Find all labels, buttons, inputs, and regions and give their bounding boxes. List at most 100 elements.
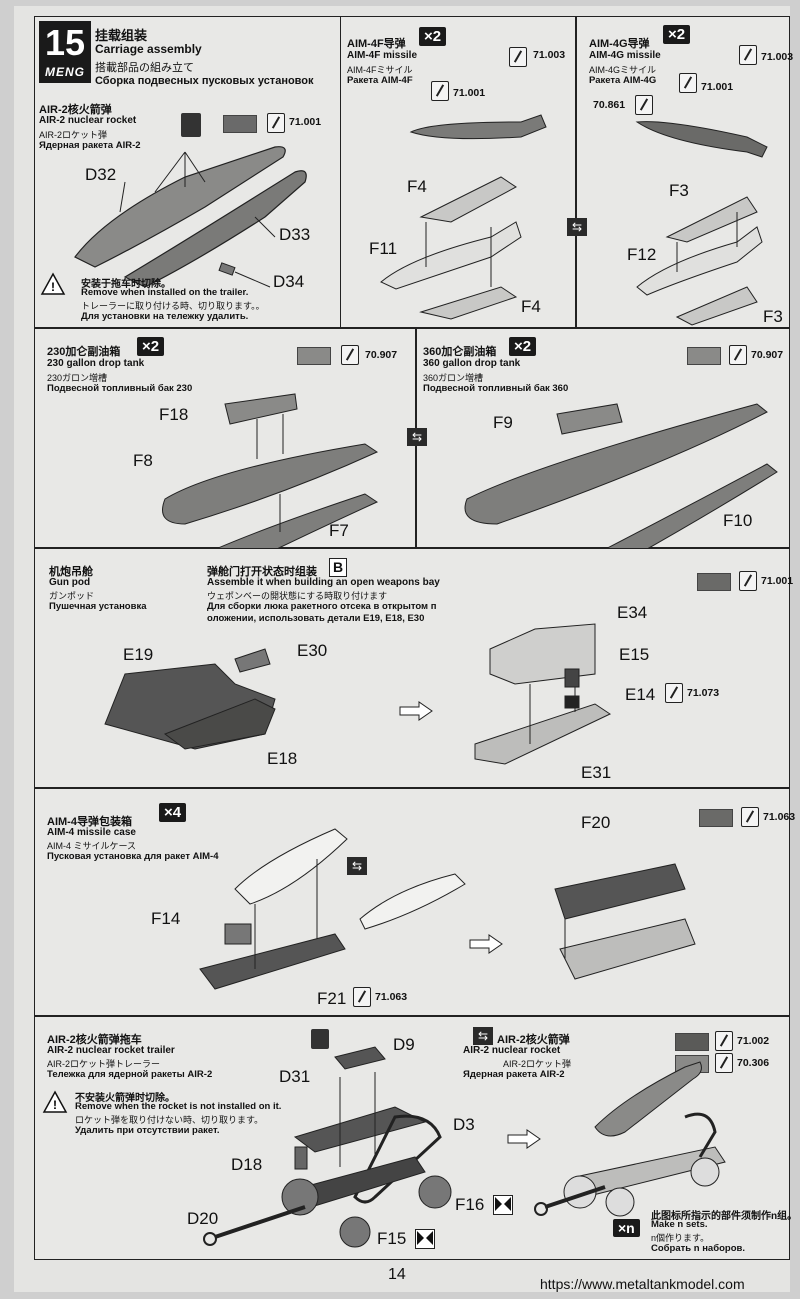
multiplier-badge: ×4 [159, 803, 187, 822]
paint-swatch [699, 809, 733, 827]
panel-tank-360: 360加仑副油箱 ×2 360 gallon drop tank 360ガロン増… [416, 328, 790, 600]
paint-code: 71.063 [375, 991, 408, 1003]
part-label: F15 [377, 1229, 407, 1248]
paint-code: 71.073 [687, 687, 720, 699]
tank230-ru: Подвесной топливный бак 230 [47, 383, 193, 394]
part-label: D34 [273, 272, 305, 291]
multiplier-badge: ×2 [137, 337, 165, 356]
warning-icon: ! [42, 1090, 68, 1113]
part-label: F16 [455, 1195, 485, 1214]
rocket-jp: AIR-2ロケット弾 [503, 1059, 572, 1069]
bay-ru-line2: оложении, использовать детали E19, E18, … [207, 613, 425, 624]
tank360-cn: 360加仑副油箱 [423, 346, 497, 358]
aim4f-en: AIM-4F missile [347, 50, 418, 61]
part-label: F14 [151, 909, 181, 928]
part-label: E14 [625, 685, 656, 704]
bay-cn: 弹舱门打开状态时组装 [207, 566, 317, 578]
paint-code: 71.063 [763, 811, 796, 823]
paint-code: 71.001 [761, 575, 794, 587]
case-jp: AIM-4 ミサイルケース [47, 841, 137, 851]
paint-code: 71.001 [289, 116, 322, 128]
note-jp: トレーラーに取り付ける時、切り取ります。。 [81, 301, 265, 311]
part-label: E30 [297, 641, 328, 660]
rocket-cn: AIR-2核火箭弹 [497, 1034, 570, 1046]
multiplier-badge: ×2 [509, 337, 537, 356]
trailer-assembled-drawing [534, 1061, 726, 1217]
paint-code: 71.001 [453, 87, 486, 99]
part-label: F18 [159, 405, 189, 424]
case-cn: AIM-4导弹包装箱 [47, 816, 132, 828]
swap-icon: ⇆ [407, 428, 427, 446]
aim4g-ru: Ракета AIM-4G [589, 75, 657, 86]
bay-jp: ウェポンベーの開状態にする時取り付けます [207, 591, 388, 601]
case-en: AIM-4 missile case [47, 827, 136, 838]
multiplier-badge: ×2 [663, 25, 691, 44]
brush-icon [353, 987, 371, 1007]
paint-swatch [697, 573, 731, 591]
gunpod-cn: 机炮吊舱 [49, 566, 93, 578]
instruction-page: 15 MENG 挂载组装 Carriage assembly 搭載部品の組み立て… [14, 6, 797, 1292]
trailer-cn: AIR-2核火箭弹拖车 [47, 1034, 142, 1046]
case-ru: Пусковая установка для ракет AIM-4 [47, 851, 219, 862]
paint-code: 70.306 [737, 1057, 770, 1069]
brush-icon [635, 95, 653, 115]
part-label: D32 [85, 165, 117, 184]
bay-ru-line1: Для сборки люка ракетного отсека в откры… [207, 601, 437, 612]
aim4g-jp: AIM-4Gミサイル [589, 65, 657, 75]
brand-logo: MENG [45, 65, 85, 79]
brush-icon [341, 345, 359, 365]
aim4f-ru: Ракета AIM-4F [347, 75, 413, 86]
part-label: D33 [279, 225, 311, 244]
panel-air2-rocket: 15 MENG 挂载组装 Carriage assembly 搭載部品の組み立て… [34, 16, 352, 328]
gunpod-jp: ガンポッド [49, 591, 95, 601]
swap-icon: ⇆ [347, 857, 367, 875]
legend-ru: Собрать n наборов. [651, 1243, 745, 1254]
paint-code: 71.003 [761, 51, 794, 63]
air2-en: AIR-2 nuclear rocket [39, 115, 137, 126]
panel-gun-pod: 机炮吊舱 Gun pod ガンポッド Пушечная установка 弹舱… [34, 548, 794, 788]
brush-icon [679, 73, 697, 93]
aim4f-cn: AIM-4F导弹 [347, 38, 406, 50]
panel-air2-trailer: AIR-2核火箭弹拖车 AIR-2 nuclear rocket trailer… [34, 1016, 797, 1260]
trailer-note-ru: Удалить при отсутствии ракет. [75, 1125, 220, 1136]
brush-icon [739, 45, 757, 65]
brush-icon [665, 683, 683, 703]
trailer-en: AIR-2 nuclear rocket trailer [47, 1045, 175, 1056]
tank360-ru: Подвесной топливный бак 360 [423, 383, 569, 394]
tank230-cn: 230加仑副油箱 [47, 346, 121, 358]
option-mark-icon [493, 1195, 513, 1215]
paint-swatch [223, 115, 257, 133]
brush-icon [729, 345, 747, 365]
tank360-en: 360 gallon drop tank [423, 358, 521, 369]
air2-cn: AIR-2核火箭弹 [39, 104, 112, 116]
paint-code: 71.002 [737, 1035, 770, 1047]
part-label: D20 [187, 1209, 219, 1228]
swap-icon: ⇆ [567, 218, 587, 236]
tank230-drawing [162, 393, 379, 595]
rocket-en: AIR-2 nuclear rocket [463, 1045, 561, 1056]
watermark-url: https://www.metaltankmodel.com [540, 1276, 745, 1292]
aim4g-en: AIM-4G missile [589, 50, 661, 61]
part-label: D3 [453, 1115, 475, 1134]
decal-icon [181, 113, 201, 137]
brush-icon [715, 1053, 733, 1073]
trailer-ru: Тележка для ядерной ракеты AIR-2 [47, 1069, 213, 1080]
part-label: E34 [617, 603, 648, 622]
aim4f-drawing [380, 114, 547, 320]
note-cn: 安装于拖车时切除。 [81, 279, 171, 290]
trailer-exploded-drawing [203, 1046, 452, 1248]
part-label: F20 [581, 813, 611, 832]
step-number: 15 [44, 22, 86, 63]
decal-icon [311, 1029, 329, 1049]
part-label: F7 [329, 521, 349, 540]
warning-icon: ! [40, 272, 66, 295]
brush-icon [739, 571, 757, 591]
aim4-case-drawing [199, 828, 696, 990]
right-arrow-icon [469, 934, 503, 954]
trailer-note-cn: 不安装火箭弹时切除。 [75, 1093, 175, 1104]
legend-cn: 此图标所指示的部件须制作n组。 [651, 1211, 798, 1222]
paint-code: 70.861 [593, 99, 626, 111]
part-label: D18 [231, 1155, 263, 1174]
trailer-note-jp: ロケット弾を取り付けない時、切り取ります。 [75, 1115, 264, 1125]
brush-icon [431, 81, 449, 101]
